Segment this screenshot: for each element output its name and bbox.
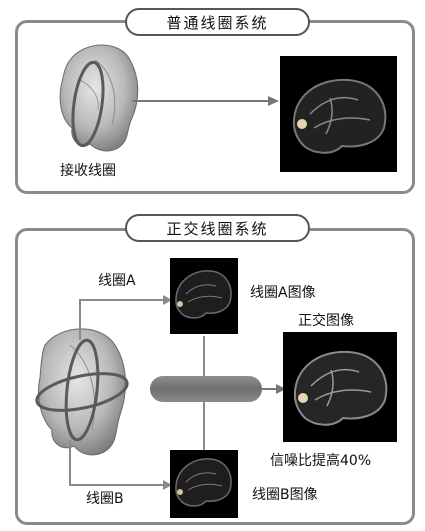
coil-a-ring: [64, 338, 100, 442]
quadrature-scan-image: [283, 332, 397, 442]
standard-coil-scan-image: [280, 56, 397, 172]
head-with-receive-coil-illustration: [59, 44, 139, 152]
receive-coil-ring: [71, 60, 105, 148]
coil-b-scan-image: [170, 450, 238, 518]
image-a-label: 线圈A图像: [250, 285, 316, 301]
coil-b-label: 线圈B: [86, 491, 124, 507]
quadrature-image-label: 正交图像: [298, 313, 354, 329]
coil-b-ring: [35, 372, 129, 412]
standard-coil-system-title: 普通线圈系统: [125, 8, 310, 36]
combiner-pill: [150, 376, 262, 402]
signal-arrowhead: [268, 96, 279, 106]
head-with-quadrature-coils-illustration: [35, 328, 129, 456]
snr-improvement-label: 信噪比提高40%: [270, 453, 372, 469]
coil-a-connector: [79, 299, 168, 340]
image-b-label: 线圈B图像: [252, 487, 318, 503]
coil-b-connector: [69, 440, 168, 486]
coil-a-scan-image: [170, 258, 238, 334]
quadrature-coil-system-title: 正交线圈系统: [125, 214, 310, 242]
receive-coil-label: 接收线圈: [60, 163, 116, 179]
coil-a-label: 线圈A: [98, 273, 136, 289]
